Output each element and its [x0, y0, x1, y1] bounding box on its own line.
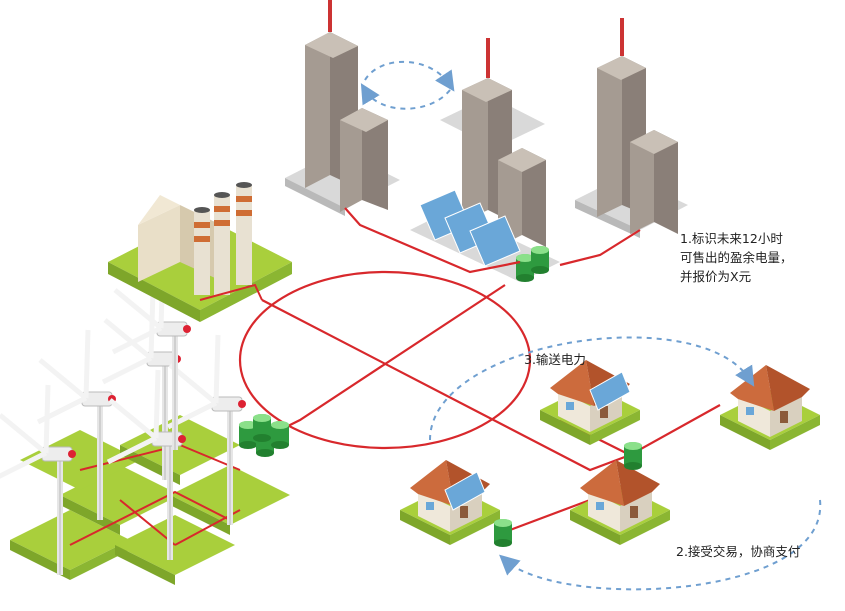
power-plant: [108, 182, 292, 322]
flow-arrows: [360, 60, 822, 591]
annotation-step3: 3.输送电力: [524, 352, 586, 367]
solar-panel-icon: [444, 471, 486, 511]
solar-panel-icon: [589, 371, 631, 411]
battery-icon: [271, 421, 289, 449]
chimney-icon: [194, 207, 210, 295]
battery-icon: [531, 246, 549, 274]
annotation-step1-line2: 可售出的盈余电量，: [680, 250, 793, 265]
office-buildings: [285, 0, 688, 247]
battery-icon: [624, 442, 642, 470]
house-icon: [720, 365, 820, 450]
houses: [400, 360, 820, 547]
battery-icon: [494, 519, 512, 547]
annotation-step1-line3: 并报价为X元: [680, 269, 752, 284]
battery-icon: [253, 414, 271, 442]
wind-farm: [0, 260, 290, 585]
annotation-step1-line1: 1.标识未来12小时: [680, 231, 783, 246]
power-grid-lines: [238, 207, 721, 532]
house-icon: [570, 460, 670, 545]
solar-panel-icon: [410, 189, 560, 282]
annotation-step1: 1.标识未来12小时 可售出的盈余电量， 并报价为X元: [680, 229, 793, 286]
house-icon: [540, 360, 640, 445]
annotation-step2: 2.接受交易，协商支付: [676, 544, 801, 559]
